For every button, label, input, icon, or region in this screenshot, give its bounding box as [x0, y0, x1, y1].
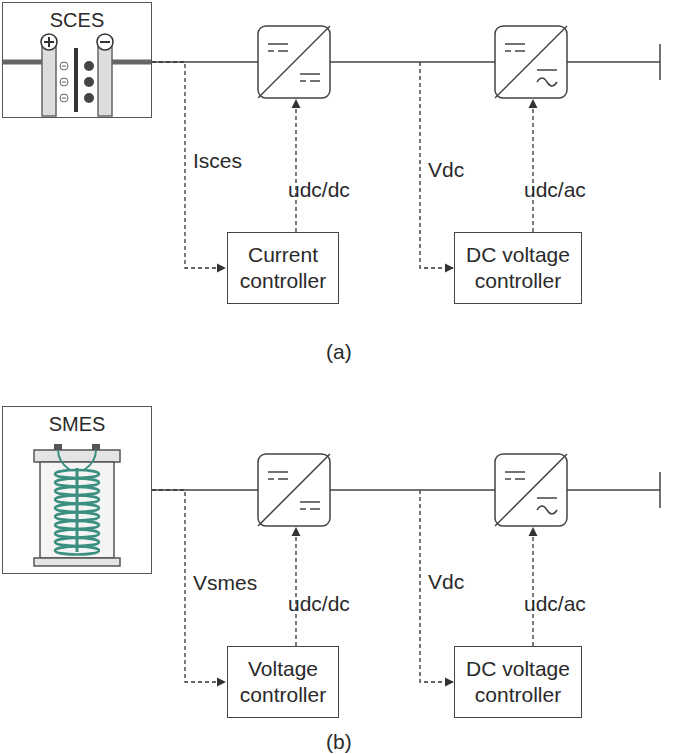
converter-symbol — [258, 26, 330, 98]
panel-caption: (a) — [326, 340, 352, 364]
converter-symbol — [495, 26, 567, 98]
panel-caption: (b) — [326, 730, 352, 754]
capacitor-symbol — [2, 34, 152, 116]
storage-title: SMES — [3, 413, 151, 436]
controller-label: Current controller — [236, 242, 330, 295]
converter-symbol — [495, 454, 567, 526]
storage-box: SMES — [2, 406, 152, 574]
signal-name: Isces — [193, 149, 242, 173]
signal-name: udc/ac — [524, 178, 586, 202]
signal-name: Vsmes — [193, 571, 257, 595]
storage-title: SCES — [3, 9, 151, 32]
signal-name: udc/ac — [524, 592, 586, 616]
signal-name: Vdc — [428, 570, 464, 594]
controller-box: DC voltage controller — [454, 646, 582, 718]
signal-name: Vdc — [428, 158, 464, 182]
controller-box: DC voltage controller — [454, 232, 582, 304]
coil-symbol — [34, 444, 120, 566]
signal-name: udc/dc — [288, 592, 350, 616]
signal-name: udc/dc — [288, 178, 350, 202]
controller-label: DC voltage controller — [463, 656, 573, 709]
converter-symbol — [258, 454, 330, 526]
controller-box: Voltage controller — [227, 646, 339, 718]
controller-box: Current controller — [227, 232, 339, 304]
controller-label: Voltage controller — [236, 656, 330, 709]
controller-label: DC voltage controller — [463, 242, 573, 295]
storage-box: SCES — [2, 2, 152, 118]
